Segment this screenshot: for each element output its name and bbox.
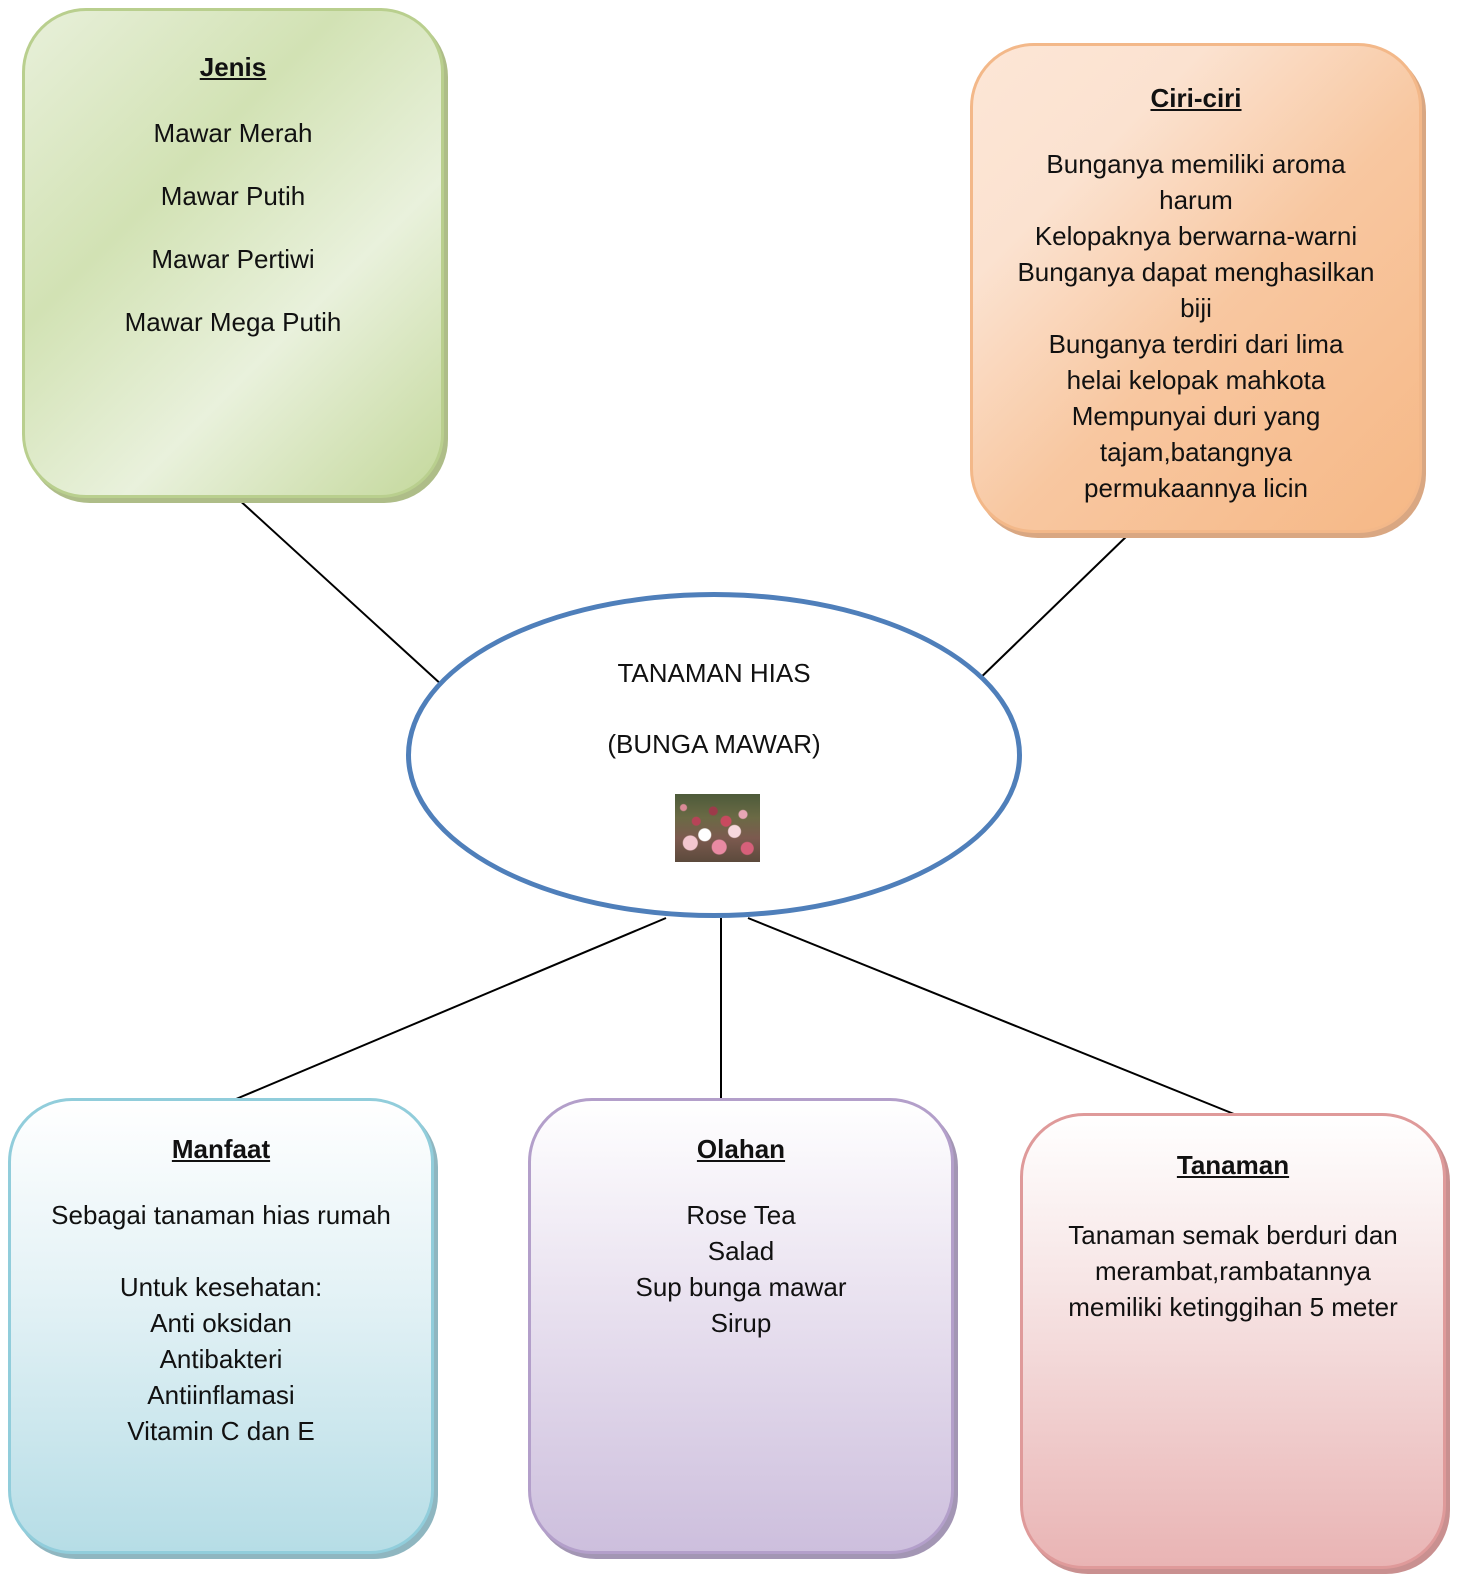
connector-manfaat	[235, 917, 667, 1100]
rose-garden-photo	[675, 794, 760, 862]
manfaat-item: Anti oksidan	[150, 1308, 292, 1338]
spacer	[11, 1233, 431, 1269]
ciri-line: Kelopaknya berwarna-warni	[1034, 221, 1358, 251]
ciri-line: Bunganya terdiri dari lima	[1048, 329, 1344, 359]
connector-ciri	[971, 532, 1131, 687]
olahan-item: Sup bunga mawar	[635, 1272, 847, 1302]
tanaman-line: merambat,rambatannya	[1094, 1256, 1372, 1286]
manfaat-item: Vitamin C dan E	[127, 1416, 315, 1446]
manfaat-intro: Sebagai tanaman hias rumah	[51, 1200, 391, 1230]
ciri-ciri-heading: Ciri-ciri	[1150, 83, 1242, 113]
olahan-item: Rose Tea	[686, 1200, 796, 1230]
jenis-item: Mawar Merah	[153, 118, 313, 148]
jenis-item: Mawar Mega Putih	[124, 307, 342, 337]
manfaat-item: Antiinflamasi	[147, 1380, 295, 1410]
ciri-line: harum	[1159, 185, 1233, 215]
connector-tanaman	[747, 917, 1235, 1115]
ciri-line: permukaannya licin	[1083, 473, 1308, 503]
olahan-heading: Olahan	[696, 1134, 786, 1164]
tanaman-line: Tanaman semak berduri dan	[1068, 1220, 1398, 1250]
olahan-item: Salad	[707, 1236, 775, 1266]
olahan-box: Olahan Rose Tea Salad Sup bunga mawar Si…	[528, 1098, 954, 1554]
tanaman-line: memiliki ketinggihan 5 meter	[1068, 1292, 1398, 1322]
center-ellipse	[406, 592, 1022, 918]
ciri-line: tajam,batangnya	[1099, 437, 1293, 467]
manfaat-item: Antibakteri	[159, 1344, 283, 1374]
ciri-line: Bunganya dapat menghasilkan	[1017, 257, 1375, 287]
jenis-heading: Jenis	[199, 52, 267, 82]
ciri-line: Bunganya memiliki aroma	[1046, 149, 1346, 179]
manfaat-heading: Manfaat	[171, 1134, 271, 1164]
connector-jenis	[235, 496, 444, 687]
ciri-ciri-box: Ciri-ciri Bunganya memiliki aroma harum …	[970, 43, 1422, 533]
olahan-item: Sirup	[710, 1308, 772, 1338]
ciri-line: helai kelopak mahkota	[1066, 365, 1326, 395]
manfaat-subheading: Untuk kesehatan:	[119, 1272, 323, 1302]
ciri-line: biji	[1180, 293, 1212, 323]
center-title: TANAMAN HIAS	[617, 658, 811, 688]
jenis-item: Mawar Putih	[160, 181, 306, 211]
tanaman-box: Tanaman Tanaman semak berduri dan meramb…	[1020, 1113, 1446, 1569]
tanaman-heading: Tanaman	[1176, 1150, 1290, 1180]
jenis-item: Mawar Pertiwi	[151, 244, 315, 274]
manfaat-box: Manfaat Sebagai tanaman hias rumah Untuk…	[8, 1098, 434, 1554]
ciri-line: Mempunyai duri yang	[1071, 401, 1321, 431]
center-subtitle: (BUNGA MAWAR)	[607, 729, 821, 759]
jenis-box: Jenis Mawar Merah Mawar Putih Mawar Pert…	[22, 8, 444, 498]
